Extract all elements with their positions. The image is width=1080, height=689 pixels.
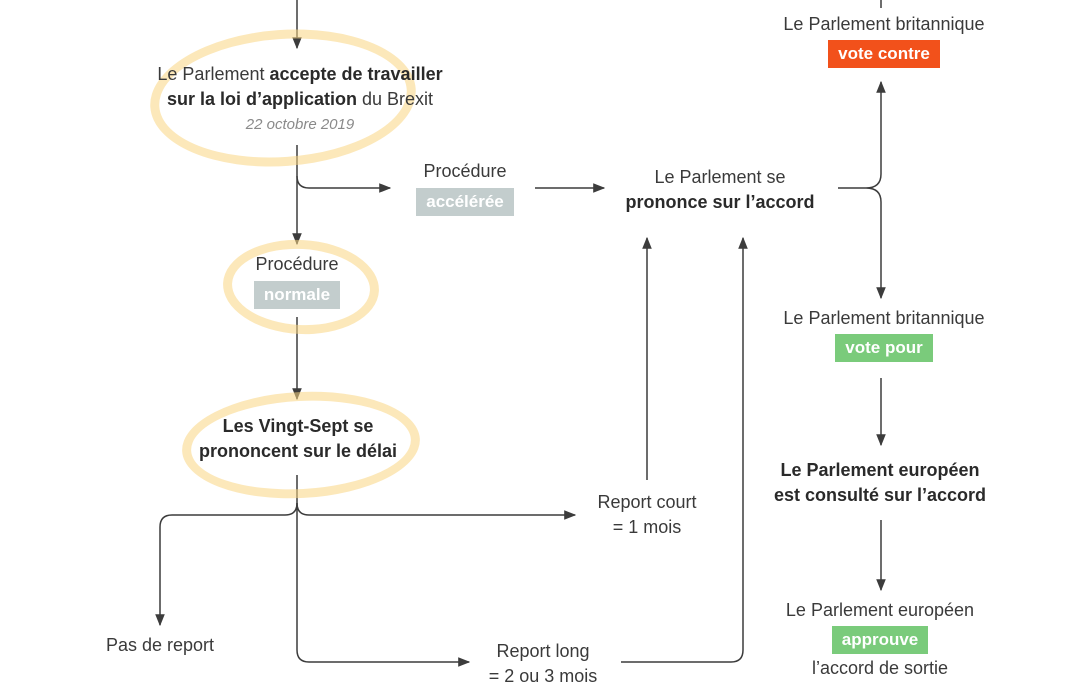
ep-approves-badge: approuve <box>831 626 929 654</box>
accept-suffix: du Brexit <box>362 89 434 109</box>
vote-line1: Le Parlement se <box>654 167 786 187</box>
accept-prefix: Le Parlement <box>157 64 265 84</box>
normal-label: Procédure <box>255 254 339 274</box>
no-delay-label: Pas de report <box>105 635 215 655</box>
flow-connectors <box>155 0 886 667</box>
ep-approves-label: Le Parlement européen <box>785 600 975 620</box>
node-short-delay: Report court = 1 mois <box>572 490 722 540</box>
node-parliament-vote: Le Parlement se prononce sur l’accord <box>600 165 840 215</box>
short-delay-line1: Report court <box>597 492 697 512</box>
node-uk-against: Le Parlement britannique vote contre <box>760 12 1008 68</box>
arrow-to-accelerated <box>296 175 392 193</box>
ep-consulted-line1: Le Parlement européen <box>780 460 980 480</box>
accept-date: 22 octobre 2019 <box>245 116 355 133</box>
line-eu27-down <box>296 475 471 667</box>
accelerated-badge: accélérée <box>416 188 514 216</box>
uk-for-label: Le Parlement britannique <box>783 308 985 328</box>
node-ep-approves: Le Parlement européen approuve l’accord … <box>750 598 1010 681</box>
node-ep-consulted: Le Parlement européen est consulté sur l… <box>740 458 1020 508</box>
arrow-to-no-delay <box>155 502 298 627</box>
node-normal-procedure: Procédure normale <box>227 252 367 309</box>
long-delay-line1: Report long <box>496 641 590 661</box>
uk-for-badge: vote pour <box>835 334 933 362</box>
node-eu27-decide: Les Vingt-Sept se prononcent sur le déla… <box>168 414 428 464</box>
ep-approves-tail: l’accord de sortie <box>811 658 949 678</box>
accelerated-label: Procédure <box>423 161 507 181</box>
node-no-delay: Pas de report <box>80 633 240 658</box>
brace <box>865 173 882 203</box>
long-delay-line2: = 2 ou 3 mois <box>488 666 598 686</box>
node-uk-for: Le Parlement britannique vote pour <box>760 306 1008 362</box>
node-accelerated-procedure: Procédure accélérée <box>395 159 535 216</box>
arrow-to-short-delay <box>296 502 577 520</box>
eu27-line1: Les Vingt-Sept se <box>222 416 374 436</box>
node-long-delay: Report long = 2 ou 3 mois <box>468 639 618 689</box>
arrow-long-delay-to-vote <box>621 236 748 663</box>
short-delay-line2: = 1 mois <box>612 517 682 537</box>
eu27-line2: prononcent sur le délai <box>198 441 398 461</box>
vote-line2: prononce sur l’accord <box>625 192 815 212</box>
normal-badge: normale <box>253 281 341 309</box>
node-accept-bill: Le Parlement accepte de travailler sur l… <box>110 62 490 137</box>
uk-against-badge: vote contre <box>828 40 940 68</box>
accept-bold2: sur la loi d’application <box>166 89 357 109</box>
accept-bold1: accepte de travailler <box>269 64 443 84</box>
ep-consulted-line2: est consulté sur l’accord <box>773 485 987 505</box>
uk-against-label: Le Parlement britannique <box>783 14 985 34</box>
